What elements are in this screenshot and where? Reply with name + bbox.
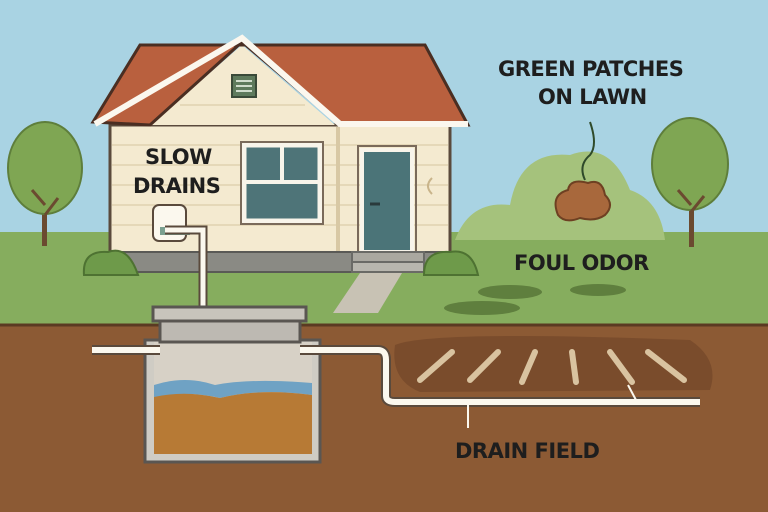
tree-left [7,121,83,246]
steps [351,251,425,263]
lawn-patch [478,285,542,299]
walkway [333,273,402,313]
house [90,34,471,313]
green-patches-label: ON LAWN [538,85,647,109]
drain-field-laterals [417,349,687,385]
lawn-patch [570,284,626,296]
foul-odor-cloud [554,180,611,222]
front-door [360,148,414,254]
lawn-patch [444,301,520,315]
septic-tank [143,305,322,464]
sink-icon [152,204,187,242]
tank-lid [151,305,308,323]
green-patches-label: GREEN PATCHES [498,57,683,81]
drain-field-label: DRAIN FIELD [455,439,599,463]
shrub [82,249,140,276]
shrub [422,250,480,276]
foul-odor-label: FOUL ODOR [514,251,649,275]
tree-right [651,117,729,247]
slow-drains-label: SLOW [145,145,212,169]
odor-wisp [581,121,595,181]
slow-drains-label: DRAINS [133,174,220,198]
